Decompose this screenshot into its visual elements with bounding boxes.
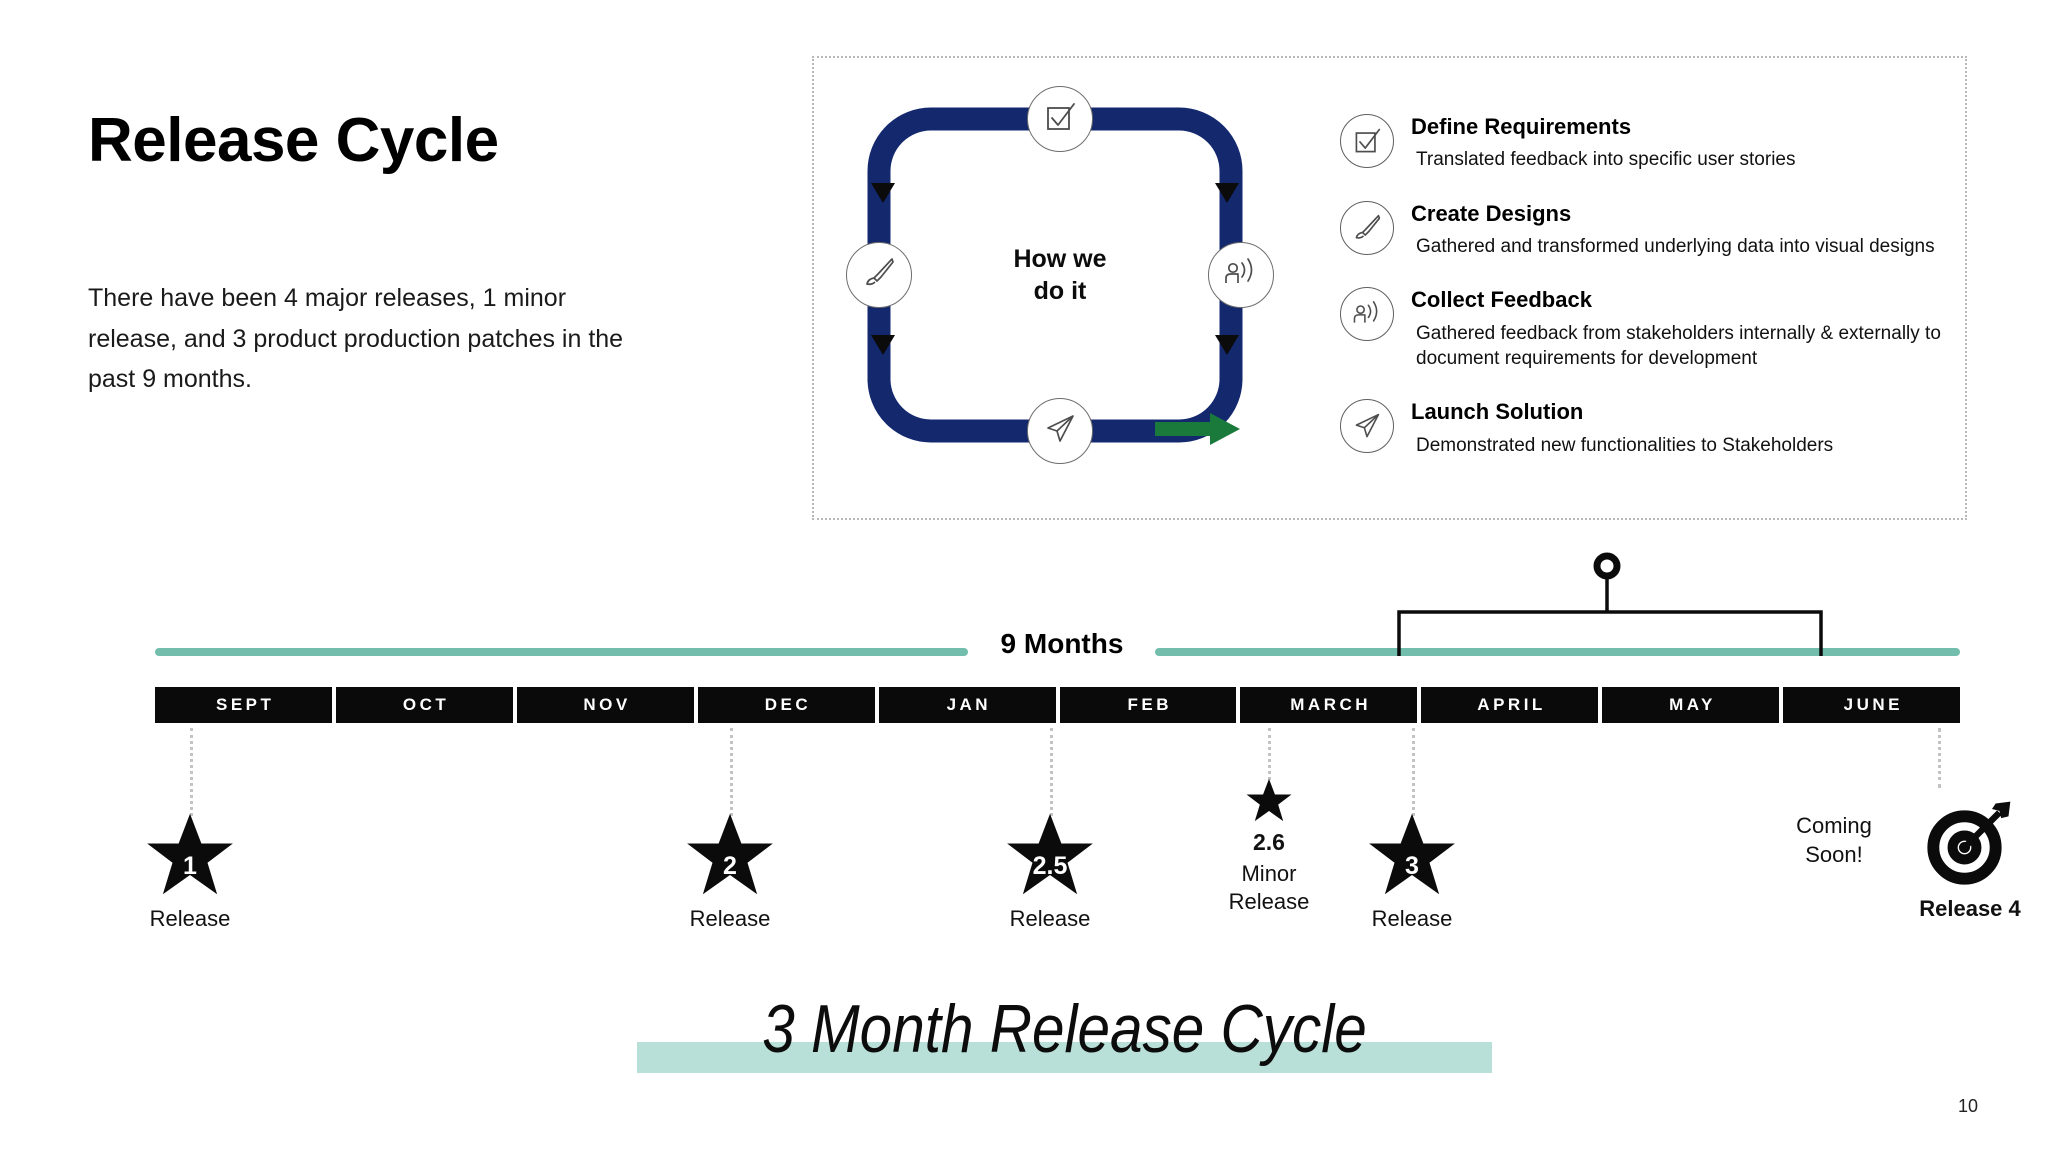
milestone-label: Release	[149, 906, 231, 931]
star-number: 1	[183, 852, 197, 880]
coming-soon-note: Coming Soon!	[1796, 813, 1872, 867]
list-item[interactable]: Collect Feedback Gathered feedback from …	[1340, 285, 1950, 371]
month-cell-march[interactable]: MARCH	[1240, 687, 1418, 723]
star-number: 3	[1405, 852, 1419, 880]
process-legend-list: Define Requirements Translated feedback …	[1340, 112, 1950, 484]
milestone-label: Release	[1009, 906, 1091, 931]
paper-plane-icon	[1043, 412, 1077, 451]
legend-title: Collect Feedback	[1411, 287, 1592, 313]
target-icon	[1924, 798, 2016, 891]
upcoming-period-bracket	[1397, 552, 1823, 656]
legend-description: Gathered and transformed underlying data…	[1416, 236, 1935, 258]
milestone-release-2-5[interactable]: 2.5 Release	[970, 812, 1130, 933]
cycle-node-create-designs[interactable]	[846, 242, 912, 308]
cycle-node-collect-feedback[interactable]	[1208, 242, 1274, 308]
milestone-label: Release 4	[1919, 896, 2021, 921]
star-marker: 3	[1368, 812, 1456, 901]
milestone-release-2-6[interactable]: 2.6 Minor Release	[1210, 778, 1328, 915]
legend-description: Gathered feedback from stakeholders inte…	[1416, 322, 1941, 369]
list-item[interactable]: Launch Solution Demonstrated new functio…	[1340, 397, 1950, 458]
milestone-release-2[interactable]: 2 Release	[650, 812, 810, 933]
page-title: Release Cycle	[88, 106, 499, 175]
star-marker: 2.5	[1006, 812, 1094, 901]
milestone-label: Minor Release	[1228, 861, 1310, 914]
dropper-line-release-4	[1938, 728, 1941, 788]
star-number: 2	[723, 852, 737, 880]
month-cell-dec[interactable]: DEC	[697, 687, 875, 723]
feedback-broadcast-icon	[1222, 256, 1260, 295]
milestone-label: Release	[689, 906, 771, 931]
timeline-duration-label: 9 Months	[1000, 628, 1124, 659]
month-cell-nov[interactable]: NOV	[516, 687, 694, 723]
slide-body-text: There have been 4 major releases, 1 mino…	[88, 284, 624, 393]
paper-plane-icon	[1340, 399, 1394, 454]
banner-highlight-bar	[637, 1042, 1492, 1073]
month-cell-oct[interactable]: OCT	[335, 687, 513, 723]
timeline-rule-left	[155, 648, 968, 656]
checkbox-check-icon	[1043, 100, 1077, 139]
legend-title: Define Requirements	[1411, 114, 1632, 139]
legend-title: Create Designs	[1411, 200, 1572, 226]
list-item[interactable]: Define Requirements Translated feedback …	[1340, 112, 1950, 173]
month-cell-june[interactable]: JUNE	[1783, 687, 1961, 723]
month-cell-april[interactable]: APRIL	[1421, 687, 1599, 723]
cycle-node-define-requirements[interactable]	[1027, 86, 1093, 152]
legend-description: Translated feedback into specific user s…	[1416, 149, 1796, 171]
banner-title: 3 Month Release Cycle	[762, 991, 1367, 1067]
star-number: 2.5	[1032, 852, 1068, 880]
process-diagram-panel	[812, 56, 1967, 520]
milestone-number: 2.6	[1253, 829, 1285, 855]
timeline-month-strip: SEPT OCT NOV DEC JAN FEB MARCH APRIL MAY…	[155, 687, 1961, 723]
month-cell-jan[interactable]: JAN	[878, 687, 1056, 723]
cycle-node-launch-solution[interactable]	[1027, 398, 1093, 464]
list-item[interactable]: Create Designs Gathered and transformed …	[1340, 199, 1950, 260]
star-marker: 2	[686, 812, 774, 901]
checkbox-check-icon	[1340, 114, 1394, 168]
month-cell-feb[interactable]: FEB	[1059, 687, 1237, 723]
legend-title: Launch Solution	[1411, 399, 1584, 425]
milestone-release-3[interactable]: 3 Release	[1332, 812, 1492, 933]
dropper-line-release-3	[1412, 728, 1415, 816]
dropper-line-release-1	[190, 728, 193, 816]
star-marker: 1	[146, 812, 234, 901]
paintbrush-icon	[862, 256, 896, 295]
legend-description: Demonstrated new functionalities to Stak…	[1416, 434, 1834, 456]
dropper-line-release-2	[730, 728, 733, 816]
star-marker-small	[1246, 778, 1292, 827]
month-cell-sept[interactable]: SEPT	[155, 687, 332, 723]
dropper-line-release-26	[1268, 728, 1271, 780]
dropper-line-release-25	[1050, 728, 1053, 816]
how-we-do-it-cycle: How we do it	[846, 86, 1274, 464]
timeline-rule-right	[1155, 648, 1960, 656]
page-number: 10	[1958, 1096, 1979, 1116]
month-cell-may[interactable]: MAY	[1602, 687, 1780, 723]
paintbrush-icon	[1340, 200, 1394, 255]
milestone-label: Release	[1371, 906, 1453, 931]
milestone-release-1[interactable]: 1 Release	[110, 812, 270, 933]
feedback-broadcast-icon	[1340, 287, 1394, 342]
milestone-release-4[interactable]: Release 4	[1890, 798, 2048, 923]
launch-exit-arrow	[1155, 413, 1240, 445]
